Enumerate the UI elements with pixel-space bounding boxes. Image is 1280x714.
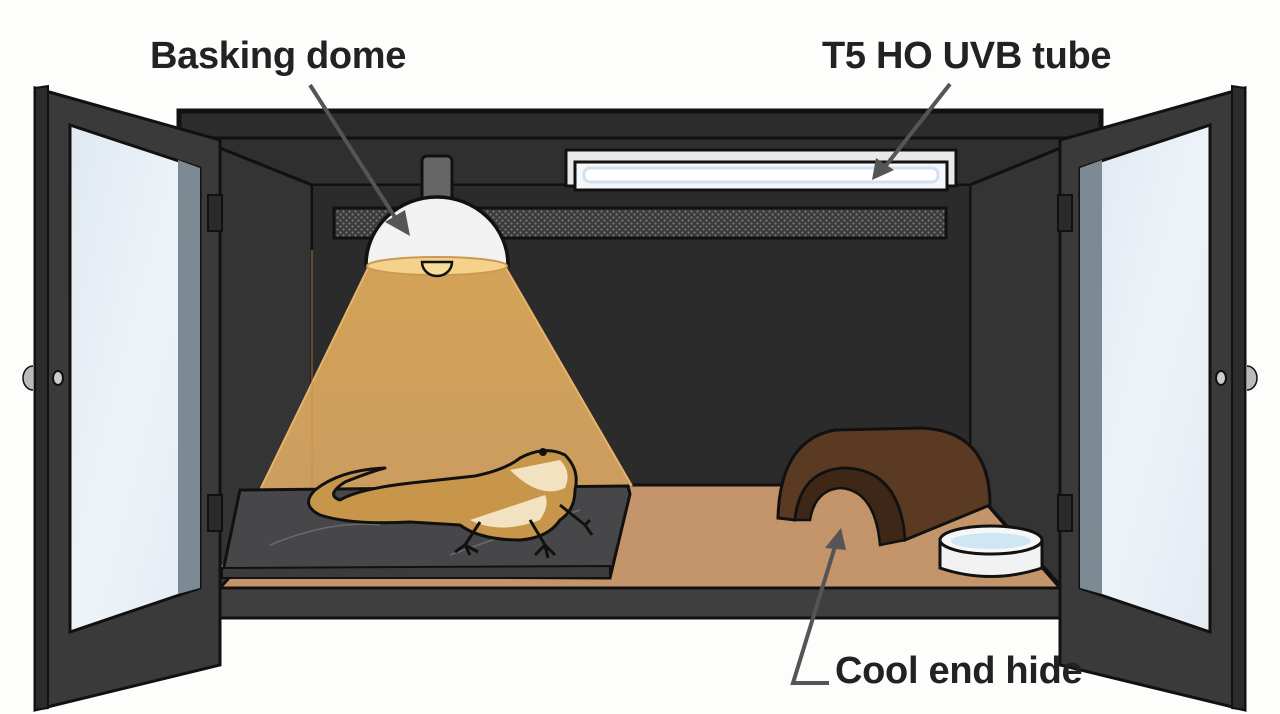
arrow-cool-hide	[790, 539, 839, 685]
hinge-icon	[1057, 494, 1073, 532]
hinge-icon	[207, 194, 223, 232]
arrow-basking-dome	[308, 83, 400, 224]
water-dish	[938, 524, 1044, 578]
hinge-icon	[207, 494, 223, 532]
bearded-dragon	[307, 448, 594, 559]
label-uvb-tube: T5 HO UVB tube	[822, 35, 1112, 77]
right-door[interactable]	[1057, 84, 1258, 712]
hinge-icon	[1057, 194, 1073, 232]
uvb-tube-fixture	[564, 148, 958, 192]
arrow-uvb-tube	[882, 82, 952, 170]
leader-arrows	[308, 82, 952, 685]
label-basking-dome: Basking dome	[150, 35, 407, 77]
door-knob-icon[interactable]	[52, 370, 64, 386]
label-cool-end-hide: Cool end hide	[835, 650, 1083, 692]
cool-end-hide	[776, 426, 992, 547]
door-knob-icon[interactable]	[1215, 370, 1227, 386]
left-door[interactable]	[22, 84, 223, 712]
